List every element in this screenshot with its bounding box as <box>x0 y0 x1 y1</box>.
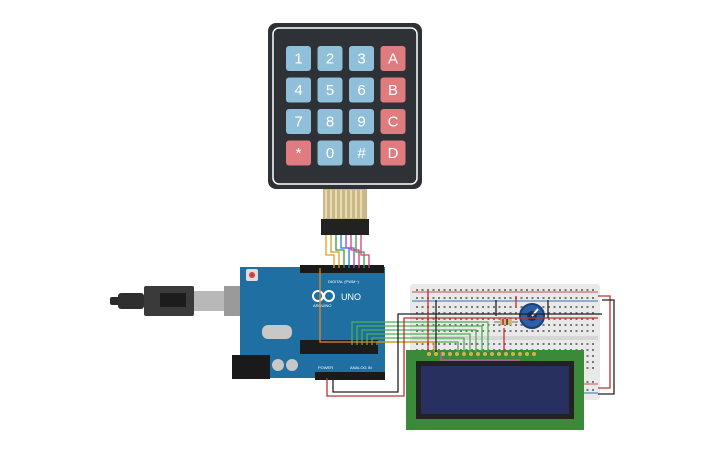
keypad-key-label: 0 <box>326 145 334 162</box>
power-header-label: POWER <box>318 365 333 370</box>
keypad-key-label: 7 <box>294 114 302 131</box>
keypad-key-label: 2 <box>326 51 334 68</box>
keypad-key-10[interactable]: 9 <box>349 109 374 134</box>
keypad-key-label: 4 <box>294 82 302 99</box>
keypad-key-label: 3 <box>357 51 365 68</box>
keypad-key-label: 1 <box>294 51 302 68</box>
keypad-key-13[interactable]: 0 <box>317 140 343 166</box>
keypad-key-12[interactable]: * <box>286 140 311 166</box>
reset-button-icon[interactable] <box>249 272 255 278</box>
keypad-key-14[interactable]: # <box>349 140 374 166</box>
keypad-key-label: # <box>357 145 366 162</box>
board-sub-label: ARDUINO <box>313 303 331 308</box>
board-brand: UNO <box>341 292 361 302</box>
keypad-key-label: 5 <box>326 82 334 99</box>
usb-cable <box>110 286 256 316</box>
arduino-logo-icon <box>312 290 335 302</box>
keypad-key-label: 8 <box>326 114 334 131</box>
lcd-screen <box>421 366 569 414</box>
keypad-key-label: A <box>388 51 398 68</box>
analog-header-label: ANALOG IN <box>350 365 372 370</box>
resistor-icon <box>494 319 518 325</box>
potentiometer-icon[interactable] <box>519 303 545 329</box>
keypad-key-7[interactable]: B <box>380 77 406 103</box>
keypad-key-label: D <box>388 145 399 162</box>
lcd-display[interactable] <box>406 350 584 430</box>
keypad-key-1[interactable]: 2 <box>317 46 343 71</box>
wires <box>319 235 615 397</box>
microcontroller-chip-icon <box>300 340 378 354</box>
keypad-key-9[interactable]: 8 <box>317 109 343 134</box>
keypad-key-0[interactable]: 1 <box>286 46 311 71</box>
keypad-key-label: C <box>388 114 399 131</box>
keypad-keys: 1 2 3 A 4 5 6 B 7 8 9 C * 0 # D <box>286 46 406 166</box>
keypad-key-2[interactable]: 3 <box>349 46 374 71</box>
keypad-key-5[interactable]: 5 <box>317 77 343 103</box>
keypad-key-6[interactable]: 6 <box>349 77 374 103</box>
keypad[interactable]: 1 2 3 A 4 5 6 B 7 8 9 C * 0 # D <box>268 23 422 235</box>
keypad-key-label: 9 <box>357 114 365 131</box>
digital-header-label: DIGITAL (PWM~) <box>328 279 360 284</box>
keypad-key-8[interactable]: 7 <box>286 109 311 134</box>
keypad-key-4[interactable]: 4 <box>286 77 311 103</box>
keypad-key-label: 6 <box>357 82 365 99</box>
keypad-key-11[interactable]: C <box>380 109 406 134</box>
keypad-key-label: * <box>296 145 302 162</box>
keypad-key-15[interactable]: D <box>380 140 406 166</box>
keypad-key-3[interactable]: A <box>380 46 406 71</box>
arduino-uno[interactable]: UNO ARDUINO DIGITAL (PWM~) POWER ANALOG … <box>232 265 385 380</box>
keypad-key-label: B <box>388 82 398 99</box>
